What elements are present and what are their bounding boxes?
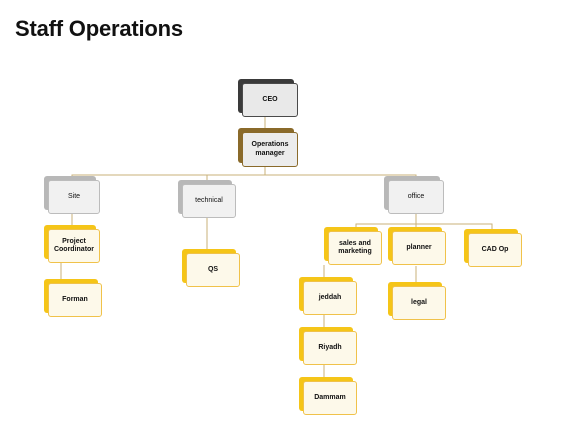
node-sales-and-marketing-label: sales and marketing (328, 231, 382, 265)
node-forman: Forman (44, 279, 102, 317)
node-qs: QS (182, 249, 240, 287)
node-cad-op: CAD Op (464, 229, 522, 267)
node-project-coordinator: Project Coordinator (44, 225, 100, 263)
node-operations-manager: Operations manager (238, 128, 298, 167)
node-jeddah-label: jeddah (303, 281, 357, 315)
node-legal-label: legal (392, 286, 446, 320)
node-site: Site (44, 176, 100, 214)
node-site-label: Site (48, 180, 100, 214)
node-ceo-label: CEO (242, 83, 298, 117)
node-forman-label: Forman (48, 283, 102, 317)
node-dammam-label: Dammam (303, 381, 357, 415)
node-cad-op-label: CAD Op (468, 233, 522, 267)
node-planner-label: planner (392, 231, 446, 265)
node-riyadh: Riyadh (299, 327, 357, 365)
node-jeddah: jeddah (299, 277, 357, 315)
node-sales-and-marketing: sales and marketing (324, 227, 382, 265)
node-qs-label: QS (186, 253, 240, 287)
node-dammam: Dammam (299, 377, 357, 415)
node-riyadh-label: Riyadh (303, 331, 357, 365)
node-ceo: CEO (238, 79, 298, 117)
node-technical-label: technical (182, 184, 236, 218)
node-office-label: office (388, 180, 444, 214)
node-project-coordinator-label: Project Coordinator (48, 229, 100, 263)
node-planner: planner (388, 227, 446, 265)
page-title: Staff Operations (15, 16, 183, 41)
node-technical: technical (178, 180, 236, 218)
node-office: office (384, 176, 444, 214)
node-legal: legal (388, 282, 446, 320)
node-operations-manager-label: Operations manager (242, 132, 298, 167)
